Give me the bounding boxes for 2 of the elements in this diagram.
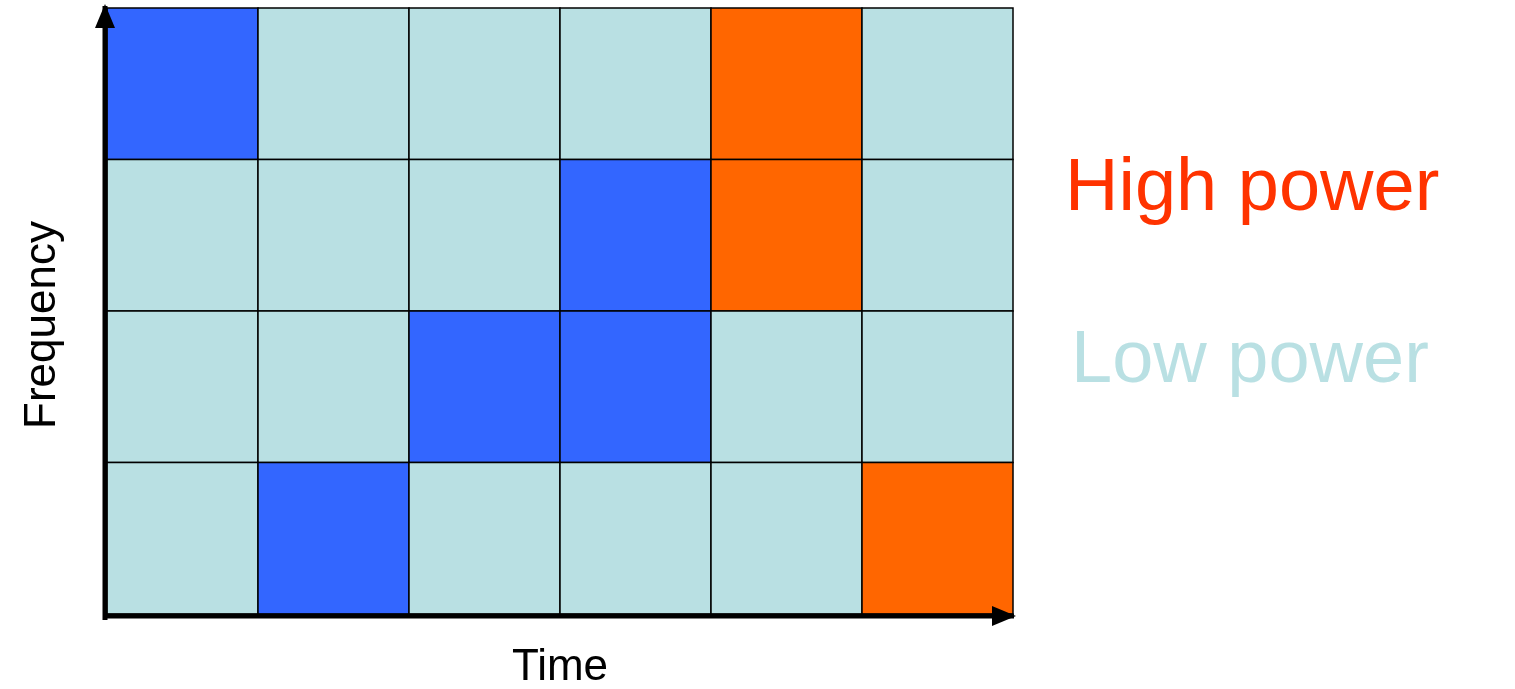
axis-label: Frequency xyxy=(18,221,62,429)
axis-label: Time xyxy=(511,643,609,687)
